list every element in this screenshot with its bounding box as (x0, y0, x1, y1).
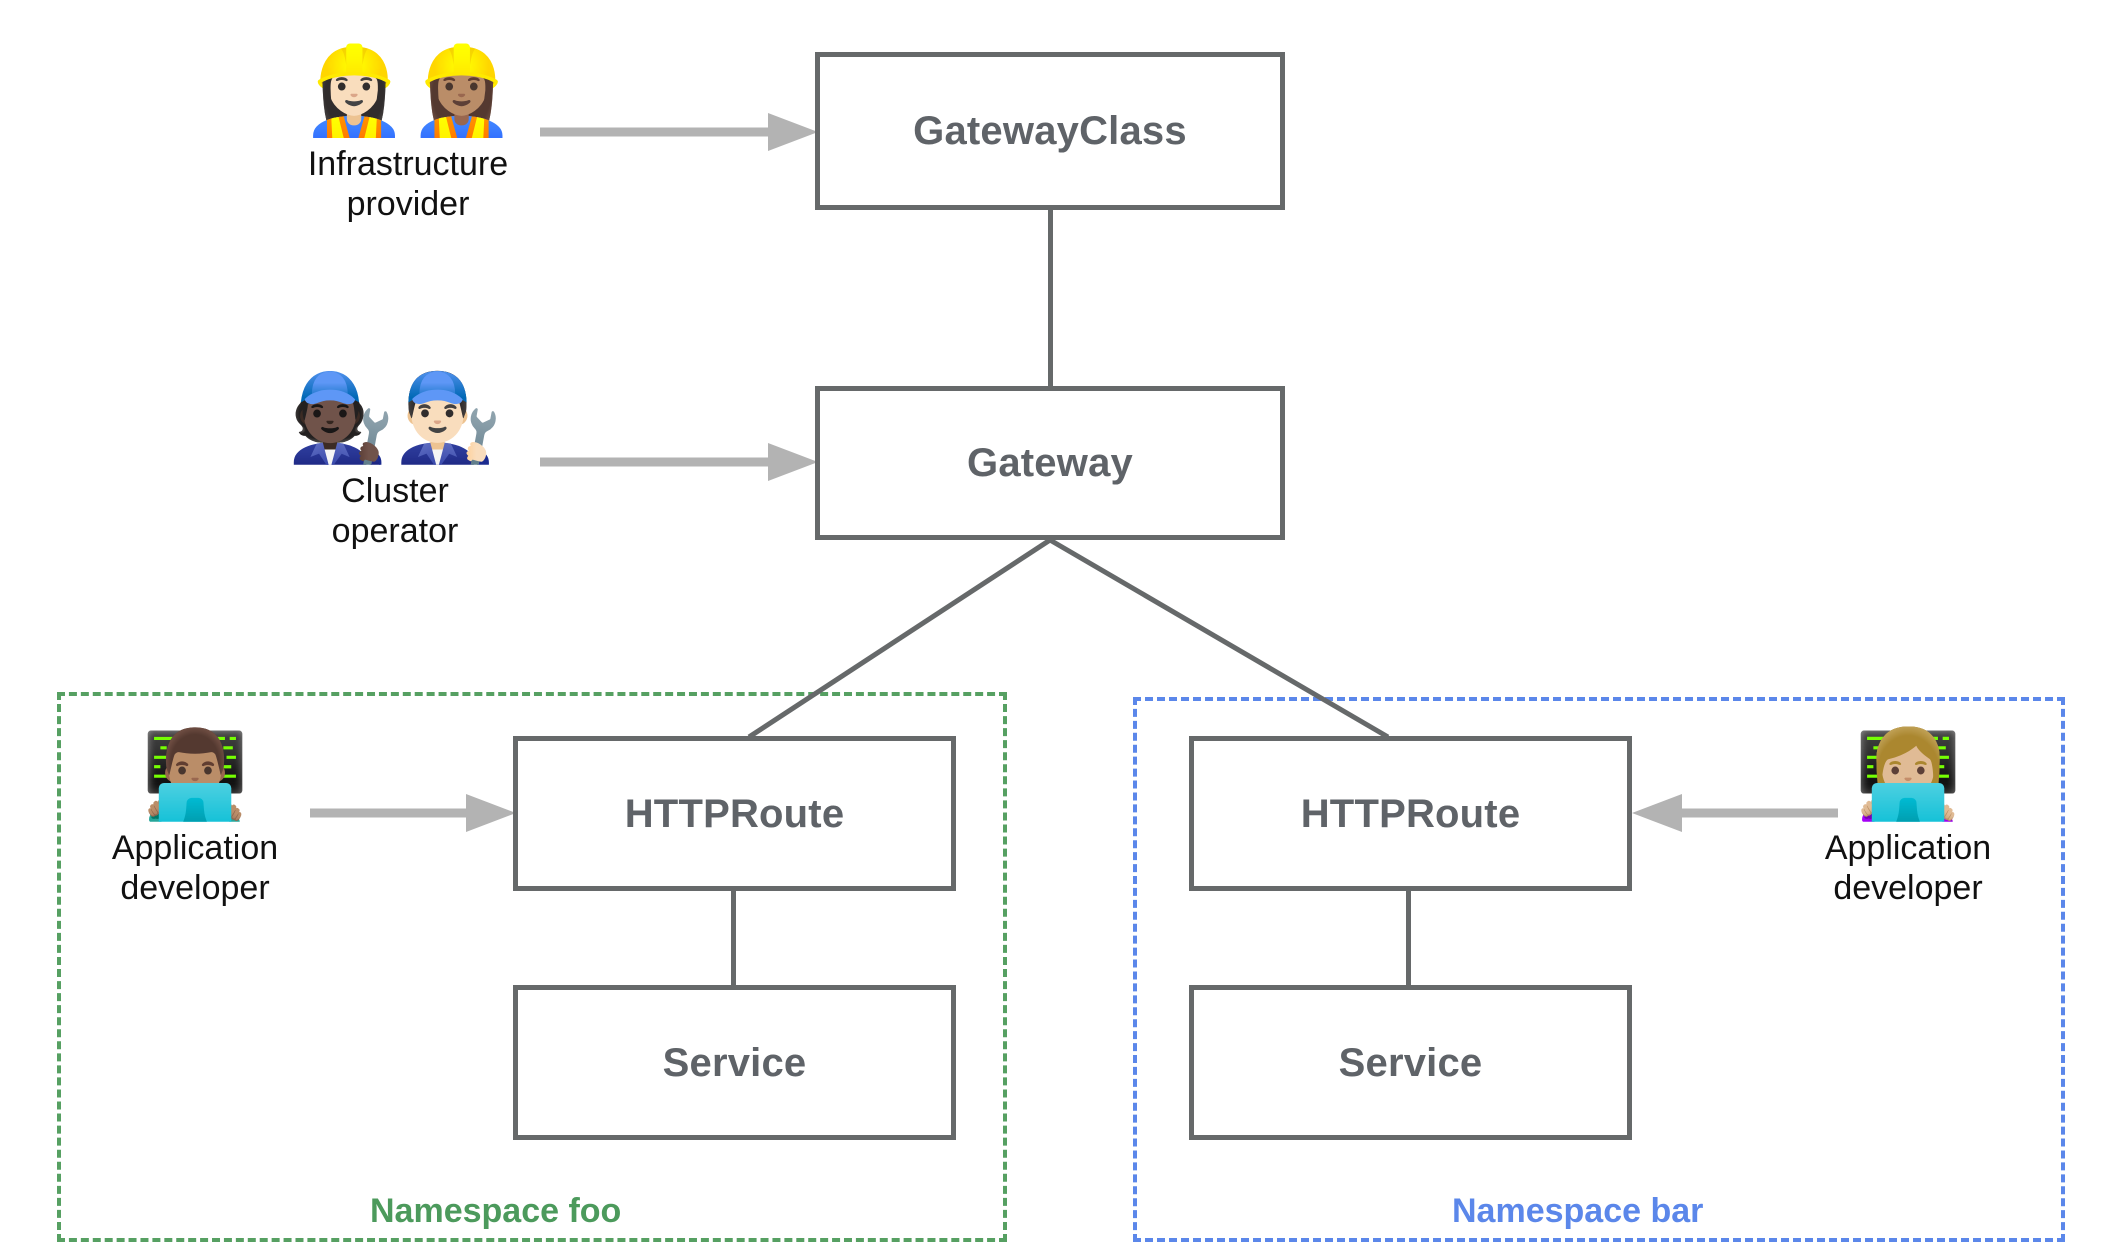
man-technologist-medium-skin-icon: 👨🏽‍💻 (141, 727, 249, 823)
namespace-foo-label: Namespace foo (370, 1192, 622, 1230)
resource-box-service-foo[interactable]: Service (513, 985, 956, 1140)
resource-box-gatewayclass[interactable]: GatewayClass (815, 52, 1285, 210)
gateway-label: Gateway (967, 441, 1133, 485)
namespace-bar-container (1133, 697, 2065, 1242)
persona-application-developer-bar: 👩🏼‍💻 Application developer (1793, 732, 2023, 908)
resource-box-httproute-foo[interactable]: HTTPRoute (513, 736, 956, 891)
connector-gatewayclass-gateway (1048, 208, 1053, 386)
persona-cluster-operator: 🧑🏿‍🔧 👨🏻‍🔧 Cluster operator (255, 375, 535, 551)
persona-infrastructure-provider: 👷🏻‍♀️ 👷🏽‍♀️ Infrastructure provider (268, 48, 548, 224)
connector-httproute-service-bar (1406, 890, 1411, 986)
woman-technologist-blonde-icon: 👩🏼‍💻 (1854, 727, 1962, 823)
resource-box-service-bar[interactable]: Service (1189, 985, 1632, 1140)
mechanic-dark-skin-icon: 🧑🏿‍🔧 (287, 370, 395, 466)
application-developer-foo-label: Application developer (111, 829, 279, 908)
httproute-bar-label: HTTPRoute (1300, 791, 1521, 836)
woman-construction-worker-light-skin-icon: 👷🏻‍♀️ (300, 43, 408, 139)
infrastructure-provider-emoji-row: 👷🏻‍♀️ 👷🏽‍♀️ (301, 48, 515, 134)
woman-construction-worker-medium-skin-icon: 👷🏽‍♀️ (408, 43, 516, 139)
arrow-cluster-operator-to-gateway (540, 443, 818, 481)
service-foo-label: Service (662, 1040, 807, 1085)
application-developer-bar-label: Application developer (1824, 829, 1992, 908)
persona-application-developer-foo: 👨🏽‍💻 Application developer (80, 732, 310, 908)
infrastructure-provider-label: Infrastructure provider (307, 145, 509, 224)
resource-box-httproute-bar[interactable]: HTTPRoute (1189, 736, 1632, 891)
cluster-operator-emoji-row: 🧑🏿‍🔧 👨🏻‍🔧 (288, 375, 502, 461)
man-mechanic-light-skin-icon: 👨🏻‍🔧 (395, 370, 503, 466)
cluster-operator-label: Cluster operator (331, 472, 459, 551)
namespace-bar-label: Namespace bar (1452, 1192, 1704, 1230)
application-developer-foo-emoji-row: 👨🏽‍💻 (141, 732, 248, 818)
connector-httproute-service-foo (731, 890, 736, 986)
resource-box-gateway[interactable]: Gateway (815, 386, 1285, 540)
namespace-foo-container (57, 692, 1007, 1242)
service-bar-label: Service (1338, 1040, 1483, 1085)
application-developer-bar-emoji-row: 👩🏼‍💻 (1854, 732, 1961, 818)
httproute-foo-label: HTTPRoute (624, 791, 845, 836)
arrow-infrastructure-provider-to-gatewayclass (540, 113, 818, 151)
gatewayclass-label: GatewayClass (913, 109, 1187, 153)
